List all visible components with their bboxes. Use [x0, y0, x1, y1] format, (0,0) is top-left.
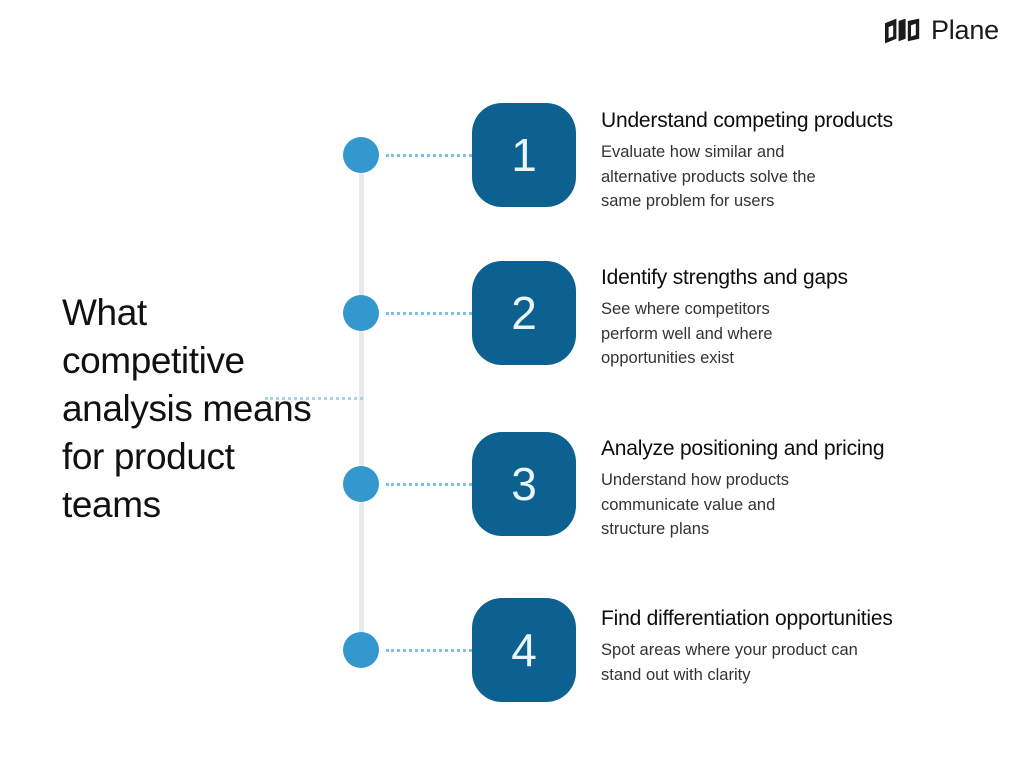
step-connector-dotted-line-3	[386, 483, 472, 486]
timeline-dot-1	[343, 137, 379, 173]
title-connector-dotted-line	[265, 397, 363, 400]
step-title-1: Understand competing products	[601, 109, 893, 132]
step-content-2: Identify strengths and gaps See where co…	[601, 265, 1001, 371]
timeline-track	[359, 155, 364, 651]
timeline-dot-3	[343, 466, 379, 502]
page-title: What competitive analysis means for prod…	[62, 291, 312, 525]
step-number-badge-3: 3	[472, 432, 576, 536]
step-connector-dotted-line-4	[386, 649, 472, 652]
step-number-badge-1: 1	[472, 103, 576, 207]
step-title-2: Identify strengths and gaps	[601, 266, 848, 289]
step-description-2: See where competitors perform well and w…	[601, 300, 773, 367]
brand-name: Plane	[930, 15, 999, 45]
step-number-badge-2: 2	[472, 261, 576, 365]
step-content-1: Understand competing products Evaluate h…	[601, 108, 1001, 214]
step-description-3: Understand how products communicate valu…	[601, 471, 790, 538]
step-title-3: Analyze positioning and pricing	[601, 437, 885, 460]
step-content-3: Analyze positioning and pricing Understa…	[601, 436, 1001, 542]
plane-logo-mark-icon	[884, 18, 920, 43]
step-connector-dotted-line-1	[386, 154, 472, 157]
step-description-1: Evaluate how similar and alternative pro…	[601, 143, 816, 210]
step-content-4: Find differentiation opportunities Spot …	[601, 606, 1001, 687]
timeline-dot-4	[343, 632, 379, 668]
step-number-badge-4: 4	[472, 598, 576, 702]
timeline-dot-2	[343, 295, 379, 331]
brand-logo: Plane	[884, 17, 999, 44]
step-title-4: Find differentiation opportunities	[601, 607, 893, 630]
step-connector-dotted-line-2	[386, 312, 472, 315]
step-description-4: Spot areas where your product can stand …	[601, 641, 858, 684]
